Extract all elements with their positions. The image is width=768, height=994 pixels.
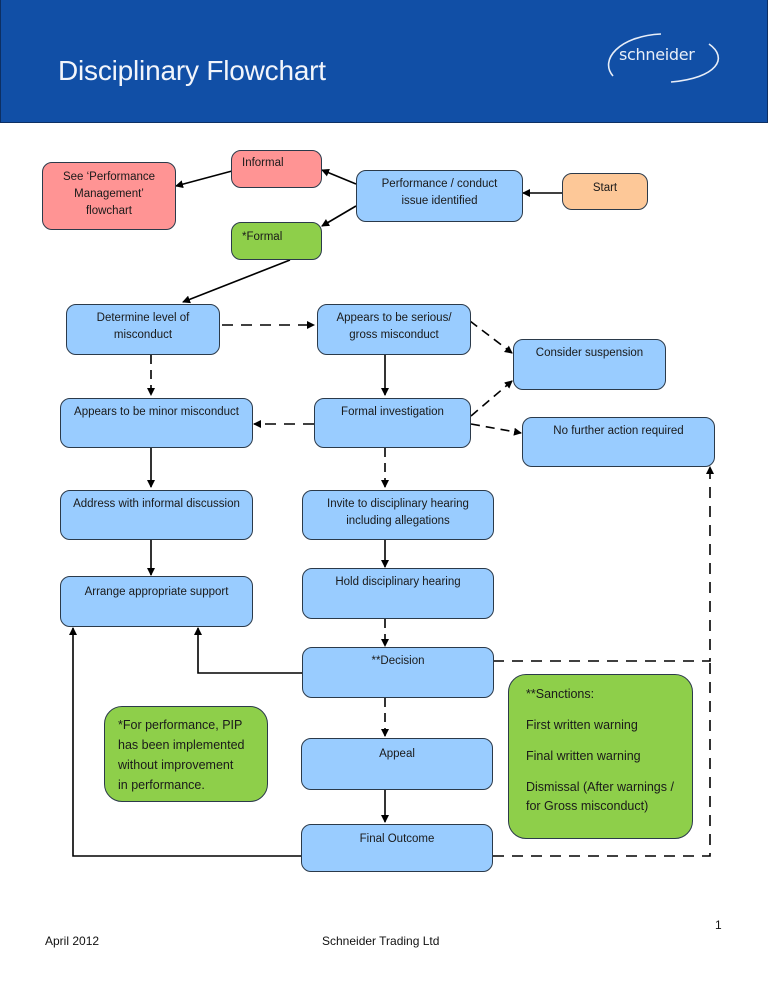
arrow-investigation-to-suspension	[470, 380, 513, 417]
node-start-label: Start	[592, 182, 618, 194]
node-invite-hearing-line1: Invite to disciplinary hearing	[327, 498, 469, 510]
footer-date: April 2012	[45, 934, 100, 948]
arrow-final-to-support	[69, 627, 303, 857]
sanctions-title: **Sanctions:	[526, 687, 595, 701]
node-formal-investigation-label: Formal investigation	[341, 406, 444, 418]
page-number: 1	[715, 918, 722, 932]
arrow-investigation-to-no-action	[470, 423, 522, 436]
node-appeal-label: Appeal	[379, 748, 415, 760]
arrow-decision-to-no-action	[493, 466, 714, 662]
node-no-further-action-label: No further action required	[553, 425, 684, 437]
logo-text: schneider	[619, 45, 695, 64]
line-final-to-right-loop	[493, 661, 711, 857]
node-see-performance-management[interactable]: See ‘Performance Management’ flowchart	[42, 162, 176, 230]
node-no-further-action[interactable]: No further action required	[522, 417, 715, 467]
company-logo: schneider	[599, 30, 739, 86]
arrow-formal-to-determine	[182, 259, 291, 304]
sanction-dismissal-line1: Dismissal (After warnings /	[526, 780, 674, 794]
arrow-issue-to-formal	[321, 205, 357, 227]
node-determine-level[interactable]: Determine level of misconduct	[66, 304, 220, 355]
node-see-performance-line3: flowchart	[85, 205, 133, 217]
arrow-issue-to-informal	[321, 168, 357, 185]
node-determine-level-line2: misconduct	[113, 329, 173, 341]
logo-swoosh-icon	[607, 33, 720, 83]
node-issue-identified-line1: Performance / conduct	[381, 178, 498, 190]
node-invite-hearing[interactable]: Invite to disciplinary hearing including…	[302, 490, 494, 540]
node-hold-hearing[interactable]: Hold disciplinary hearing	[302, 568, 494, 619]
node-see-performance-line1: See ‘Performance	[62, 171, 156, 183]
node-issue-identified-line2: issue identified	[401, 195, 478, 207]
node-formal[interactable]: *Formal	[231, 222, 322, 260]
node-determine-level-line1: Determine level of	[96, 312, 190, 324]
node-informal[interactable]: Informal	[231, 150, 322, 188]
node-serious-misconduct-line1: Appears to be serious/	[336, 312, 452, 324]
sanction-final-warning: Final written warning	[526, 749, 641, 763]
node-formal-label: *Formal	[242, 231, 283, 243]
pip-note-line2: has been implemented	[118, 738, 245, 752]
node-serious-misconduct[interactable]: Appears to be serious/ gross misconduct	[317, 304, 471, 355]
node-decision-label: **Decision	[371, 655, 425, 667]
node-informal-discussion[interactable]: Address with informal discussion	[60, 490, 253, 540]
node-informal-discussion-label: Address with informal discussion	[73, 498, 240, 510]
arrow-serious-to-suspension	[469, 320, 513, 354]
node-arrange-support-label: Arrange appropriate support	[84, 586, 229, 598]
sanctions-note: **Sanctions: First written warning Final…	[508, 674, 693, 839]
sanction-dismissal-line2: for Gross misconduct)	[526, 799, 649, 813]
pip-note-line3: without improvement	[118, 758, 234, 772]
node-issue-identified[interactable]: Performance / conduct issue identified	[356, 170, 523, 222]
document-header: Disciplinary Flowchart schneider	[0, 0, 768, 123]
arrow-decision-to-support	[194, 627, 303, 674]
node-informal-label: Informal	[242, 157, 284, 169]
node-decision[interactable]: **Decision	[302, 647, 494, 698]
footer-company: Schneider Trading Ltd	[322, 934, 440, 948]
sanction-first-warning: First written warning	[526, 718, 638, 732]
node-consider-suspension-label: Consider suspension	[535, 347, 644, 359]
node-minor-misconduct[interactable]: Appears to be minor misconduct	[60, 398, 253, 448]
pip-note-line4: in performance.	[118, 778, 205, 792]
page-title: Disciplinary Flowchart	[58, 55, 326, 86]
node-final-outcome-label: Final Outcome	[359, 833, 435, 845]
node-formal-investigation[interactable]: Formal investigation	[314, 398, 471, 448]
node-consider-suspension[interactable]: Consider suspension	[513, 339, 666, 390]
node-final-outcome[interactable]: Final Outcome	[301, 824, 493, 872]
node-appeal[interactable]: Appeal	[301, 738, 493, 790]
node-see-performance-line2: Management’	[74, 188, 144, 200]
pip-note: *For performance, PIP has been implement…	[104, 706, 268, 802]
arrow-informal-to-see-performance	[175, 170, 233, 189]
node-serious-misconduct-line2: gross misconduct	[349, 329, 439, 341]
node-hold-hearing-label: Hold disciplinary hearing	[335, 576, 461, 588]
node-minor-misconduct-label: Appears to be minor misconduct	[74, 406, 239, 418]
node-arrange-support[interactable]: Arrange appropriate support	[60, 576, 253, 627]
node-invite-hearing-line2: including allegations	[346, 515, 450, 527]
pip-note-line1: *For performance, PIP	[118, 718, 243, 732]
node-start[interactable]: Start	[562, 173, 648, 210]
